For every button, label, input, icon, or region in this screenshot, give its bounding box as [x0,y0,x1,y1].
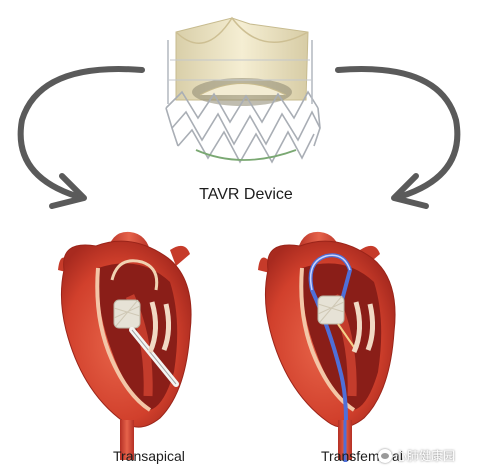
valve-leaflet-inner [199,83,287,96]
watermark: 心肺健康园 [378,447,455,464]
tavr-device [165,16,321,164]
valve-on-catheter-left [113,299,141,329]
myocardium-cut-left [95,267,152,412]
myocardium-cut-right [299,267,356,412]
valve-leaflet-top [175,16,309,44]
heart-transapical [58,231,192,460]
catheter-transfemoral-highlight [309,254,351,291]
arrow-left [17,66,145,209]
stent-frame [165,40,321,164]
arrow-right [335,66,461,209]
valve-on-catheter-right [317,295,345,325]
watermark-text: 心肺健康园 [395,449,456,463]
descending-aorta-left [120,420,134,460]
guidewire-right [337,323,357,351]
vessel-branch-left-2 [170,245,190,266]
leaflet-right-1 [351,301,362,354]
leaflet-left-1 [147,301,158,354]
catheter-transapical-edge [131,329,177,385]
approach-label-transapical: Transapical [113,448,185,464]
wechat-logo-icon [378,448,392,463]
aortic-arch-inner-left [110,259,159,291]
heart-transfemoral [258,231,396,462]
leaflet-right-2 [365,303,376,351]
device-label: TAVR Device [199,186,293,203]
leaflet-left-2 [161,303,172,351]
stent-green-seam [195,149,297,161]
